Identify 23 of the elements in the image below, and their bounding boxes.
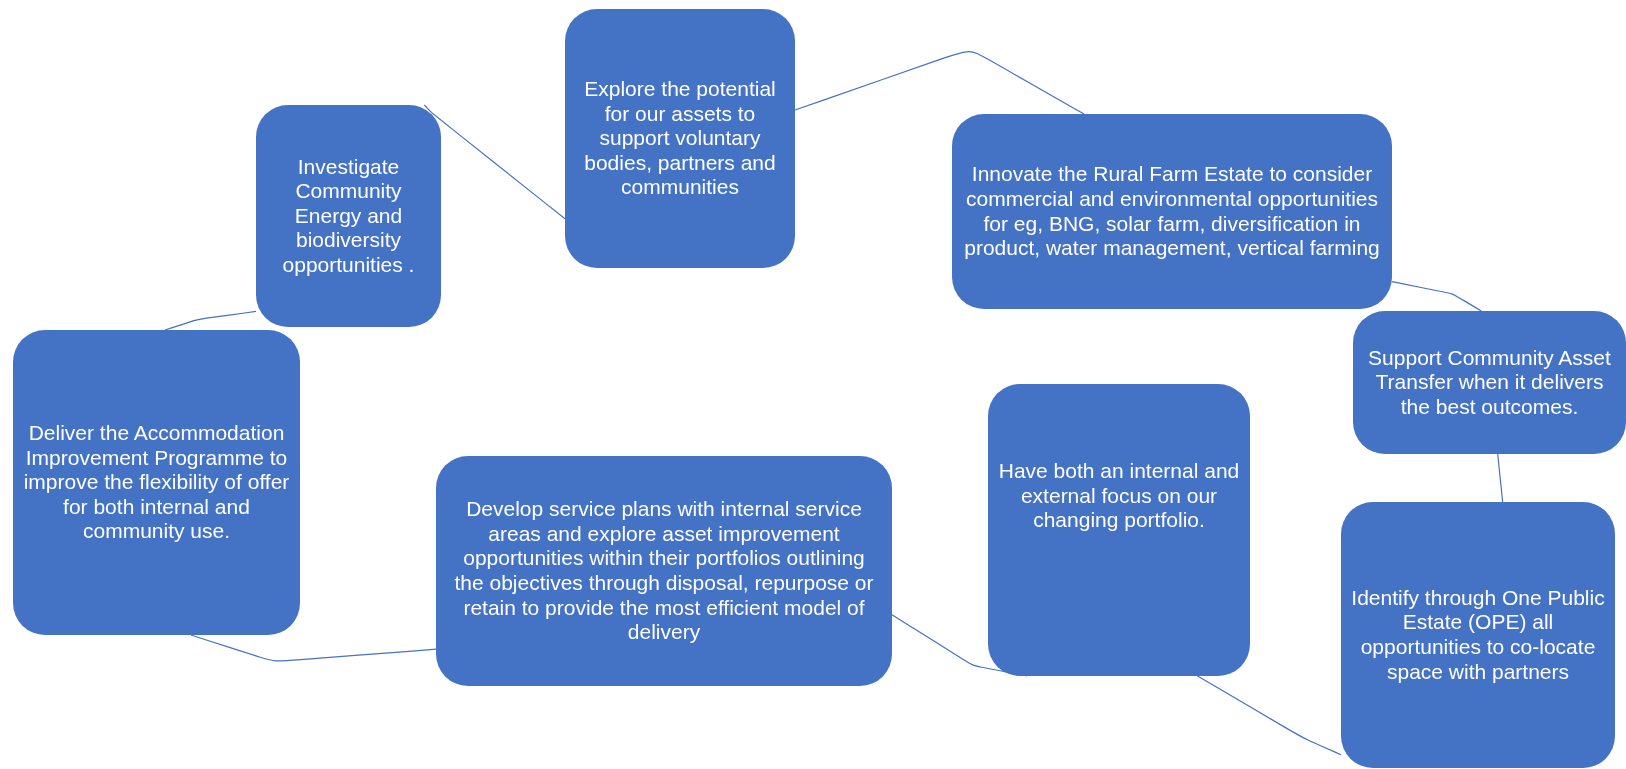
box-text: Identify through One Public Estate (OPE) all opportunities to co-locate space with partners — [1351, 585, 1605, 685]
process-box — [436, 456, 892, 686]
process-box — [1341, 502, 1615, 768]
process-box — [256, 105, 441, 327]
connector-line — [1497, 453, 1504, 503]
connector-line — [1391, 281, 1482, 312]
box-text: Innovate the Rural Farm Estate to consider commercial and environmental opportunities for eg, BNG, solar farm, diversification in product, water management, vertical farming — [963, 162, 1381, 261]
connector-line — [164, 310, 257, 331]
process-box — [1353, 311, 1626, 454]
box-text: Explore the potential for our assets to support voluntary bodies, partners and communities — [583, 77, 777, 200]
process-box — [13, 330, 300, 635]
process-box — [988, 384, 1250, 676]
box-text: Deliver the Accommodation Improvement Programme to improve the flexibility of offer for both internal and community use. — [23, 421, 290, 544]
box-text: Support Community Asset Transfer when it delivers the best outcomes. — [1367, 345, 1612, 420]
connector-line — [794, 51, 1085, 115]
connector-line — [423, 104, 566, 220]
process-box — [565, 9, 795, 268]
connector-line — [190, 634, 437, 662]
box-text: Develop service plans with internal service areas and explore asset improvement opportunities within their portfolios outlining the objectives through disposal, repurpose or retain to provide the most efficient model of delivery — [453, 497, 875, 645]
box-text: Investigate Community Energy and biodiversity opportunities . — [281, 154, 416, 278]
connector-line — [1197, 675, 1342, 756]
process-box — [952, 114, 1392, 309]
box-text: Have both an internal and external focus on our changing portfolio. — [998, 459, 1240, 533]
